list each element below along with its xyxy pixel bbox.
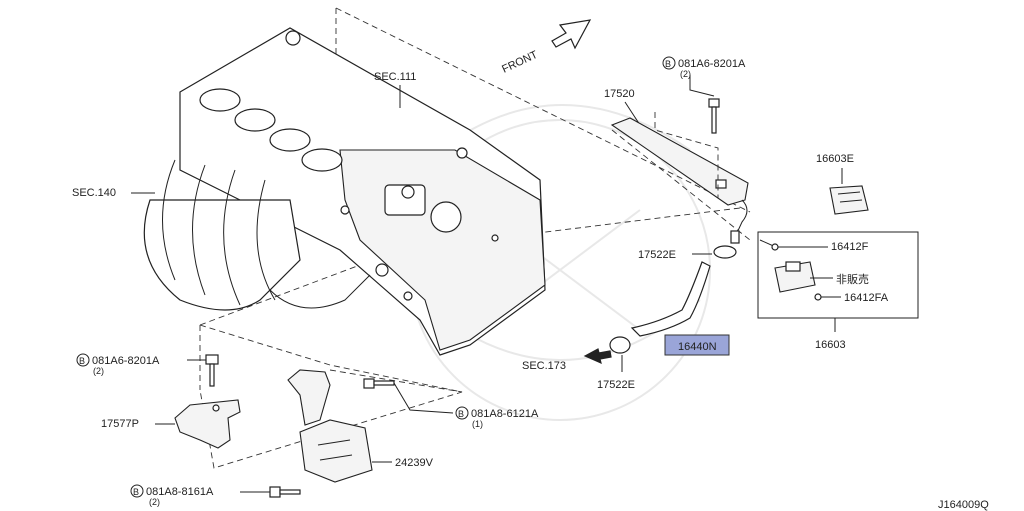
bolt-bottom-callout: B 081A8-8161A (2) [130,484,301,507]
bolt-left-label: 081A6-8201A [92,355,160,367]
bolt-top-callout: B 081A6-8201A (2) [662,56,746,134]
part-16440n-label[interactable]: 16440N [678,341,717,353]
clamp-17522e-top: 17522E [638,245,737,261]
sec173-label: SEC.173 [522,360,566,372]
diagram-id: J164009Q [938,499,989,511]
bracket-17577p: 17577P [101,399,241,449]
sec111-label: SEC.111 [374,71,416,83]
not-for-sale-label: 非販売 [836,273,869,286]
part-17520-label: 17520 [604,88,635,100]
circle-b-icon: B [665,59,671,69]
part-17522e-top-label: 17522E [638,249,676,261]
clip-16603e: 16603E [816,153,869,215]
fuel-rail: 17520 [604,88,751,244]
front-label: FRONT [500,49,540,76]
part-16412fa-label: 16412FA [844,292,889,304]
injector-box: 16412F 非販売 16412FA 16603 [757,231,919,351]
sec140-label: SEC.140 [72,187,116,199]
bolt-bottom-label: 081A8-8161A [146,486,214,498]
part-16440n-highlight[interactable] [664,334,730,356]
bolt-mid-qty: (1) [472,419,483,429]
bolt-left-callout: B 081A6-8201A (2) [76,353,219,387]
bracket-24239v: 24239V [299,419,434,483]
bolt-top-label: 081A6-8201A [678,58,746,70]
clamp-17522e-bottom: 17522E SEC.173 [522,336,635,391]
bolt-bottom-qty: (2) [149,497,160,507]
part-16603e-label: 16603E [816,153,854,165]
part-16412f-label: 16412F [831,241,869,253]
front-arrow: FRONT [500,19,592,76]
bracket-callout-frame [199,324,463,469]
bolt-mid-label: 081A8-6121A [471,408,539,420]
part-16603-label: 16603 [815,339,846,351]
fuel-hose: 16440N [630,261,730,356]
bolt-top-qty: (2) [680,69,691,79]
part-24239v-label: 24239V [395,457,434,469]
circle-b-icon-mid: B [458,409,464,419]
circle-b-icon-left: B [79,356,85,366]
engine-assembly [143,27,546,356]
bracket-mid: B 081A8-6121A (1) [287,369,539,429]
bolt-left-qty: (2) [93,366,104,376]
part-17522e-bottom-label: 17522E [597,379,635,391]
circle-b-icon-bottom: B [133,487,139,497]
part-17577p-label: 17577P [101,418,139,430]
